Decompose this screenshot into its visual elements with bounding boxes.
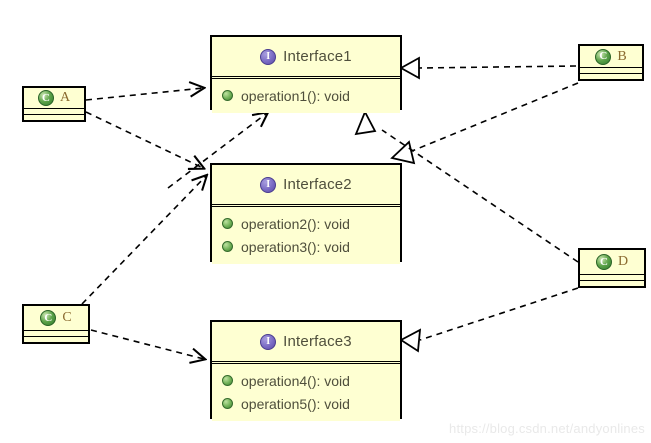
class-box-a[interactable]: C A [22, 86, 86, 122]
class-a-name: A [59, 90, 71, 105]
edge-d-to-interface3 [399, 287, 579, 353]
class-attributes-strip [24, 109, 84, 115]
class-icon: C [37, 90, 54, 106]
operation-label: operation5(): void [241, 395, 350, 412]
interface2-header: I Interface2 [212, 165, 400, 207]
interface2-operations: operation2(): void operation3(): void [212, 207, 400, 264]
class-attributes-strip [580, 68, 642, 74]
interface3-name: Interface3 [283, 333, 352, 350]
class-icon: C [40, 310, 57, 326]
hollow-triangle-arrowhead [390, 140, 416, 165]
interface-icon: I [260, 333, 277, 350]
interface-icon: I [260, 48, 277, 65]
class-d-name: D [617, 254, 629, 269]
class-operations-strip [24, 115, 84, 120]
class-operations-strip [580, 74, 642, 79]
class-box-d[interactable]: C D [578, 248, 646, 288]
operation-row[interactable]: operation3(): void [222, 235, 400, 258]
operation-bullet-icon [222, 398, 233, 409]
operation-bullet-icon [222, 218, 233, 229]
class-c-name: C [62, 310, 72, 325]
operation-row[interactable]: operation5(): void [222, 392, 400, 415]
operation-bullet-icon [222, 90, 233, 101]
operation-label: operation1(): void [241, 87, 350, 104]
operation-row[interactable]: operation1(): void [222, 84, 400, 107]
class-b-name: B [617, 48, 627, 64]
edge-c-to-interface3 [90, 329, 204, 359]
operation-label: operation4(): void [241, 372, 350, 389]
class-box-b[interactable]: C B [578, 44, 644, 81]
edge-a-to-interface1 [85, 88, 203, 101]
hollow-triangle-arrowhead [354, 109, 377, 136]
operation-label: operation2(): void [241, 215, 350, 232]
interface1-name: Interface1 [283, 48, 352, 65]
operation-row[interactable]: operation4(): void [222, 369, 400, 392]
hollow-triangle-arrowhead [399, 328, 422, 353]
hollow-triangle-arrowhead [399, 56, 420, 80]
class-attributes-strip [580, 275, 644, 281]
watermark-text: https://blog.csdn.net/andyonlines [449, 421, 645, 436]
edge-c-to-interface2 [81, 176, 206, 305]
interface2-name: Interface2 [283, 176, 352, 193]
operation-label: operation3(): void [241, 238, 350, 255]
class-a-header: C A [24, 88, 84, 109]
class-icon: C [595, 254, 612, 270]
class-attributes-strip [24, 331, 88, 337]
interface-box-interface3[interactable]: I Interface3 operation4(): void operatio… [210, 320, 402, 421]
interface3-operations: operation4(): void operation5(): void [212, 364, 400, 421]
class-b-header: C B [580, 46, 642, 68]
interface3-header: I Interface3 [212, 322, 400, 364]
edge-b-to-interface2 [390, 82, 579, 165]
operation-bullet-icon [222, 241, 233, 252]
class-operations-strip [24, 337, 88, 342]
class-operations-strip [580, 281, 644, 286]
interface-box-interface2[interactable]: I Interface2 operation2(): void operatio… [210, 163, 402, 264]
edge-b-to-interface1 [399, 56, 577, 80]
interface1-operations: operation1(): void [212, 79, 400, 113]
interface1-header: I Interface1 [212, 37, 400, 79]
class-d-header: C D [580, 250, 644, 275]
interface-icon: I [260, 176, 277, 193]
class-icon: C [595, 48, 612, 65]
class-box-c[interactable]: C C [22, 304, 90, 344]
operation-row[interactable]: operation2(): void [222, 212, 400, 235]
class-c-header: C C [24, 306, 88, 331]
edge-a-to-interface2 [85, 111, 203, 168]
operation-bullet-icon [222, 375, 233, 386]
interface-box-interface1[interactable]: I Interface1 operation1(): void [210, 35, 402, 113]
